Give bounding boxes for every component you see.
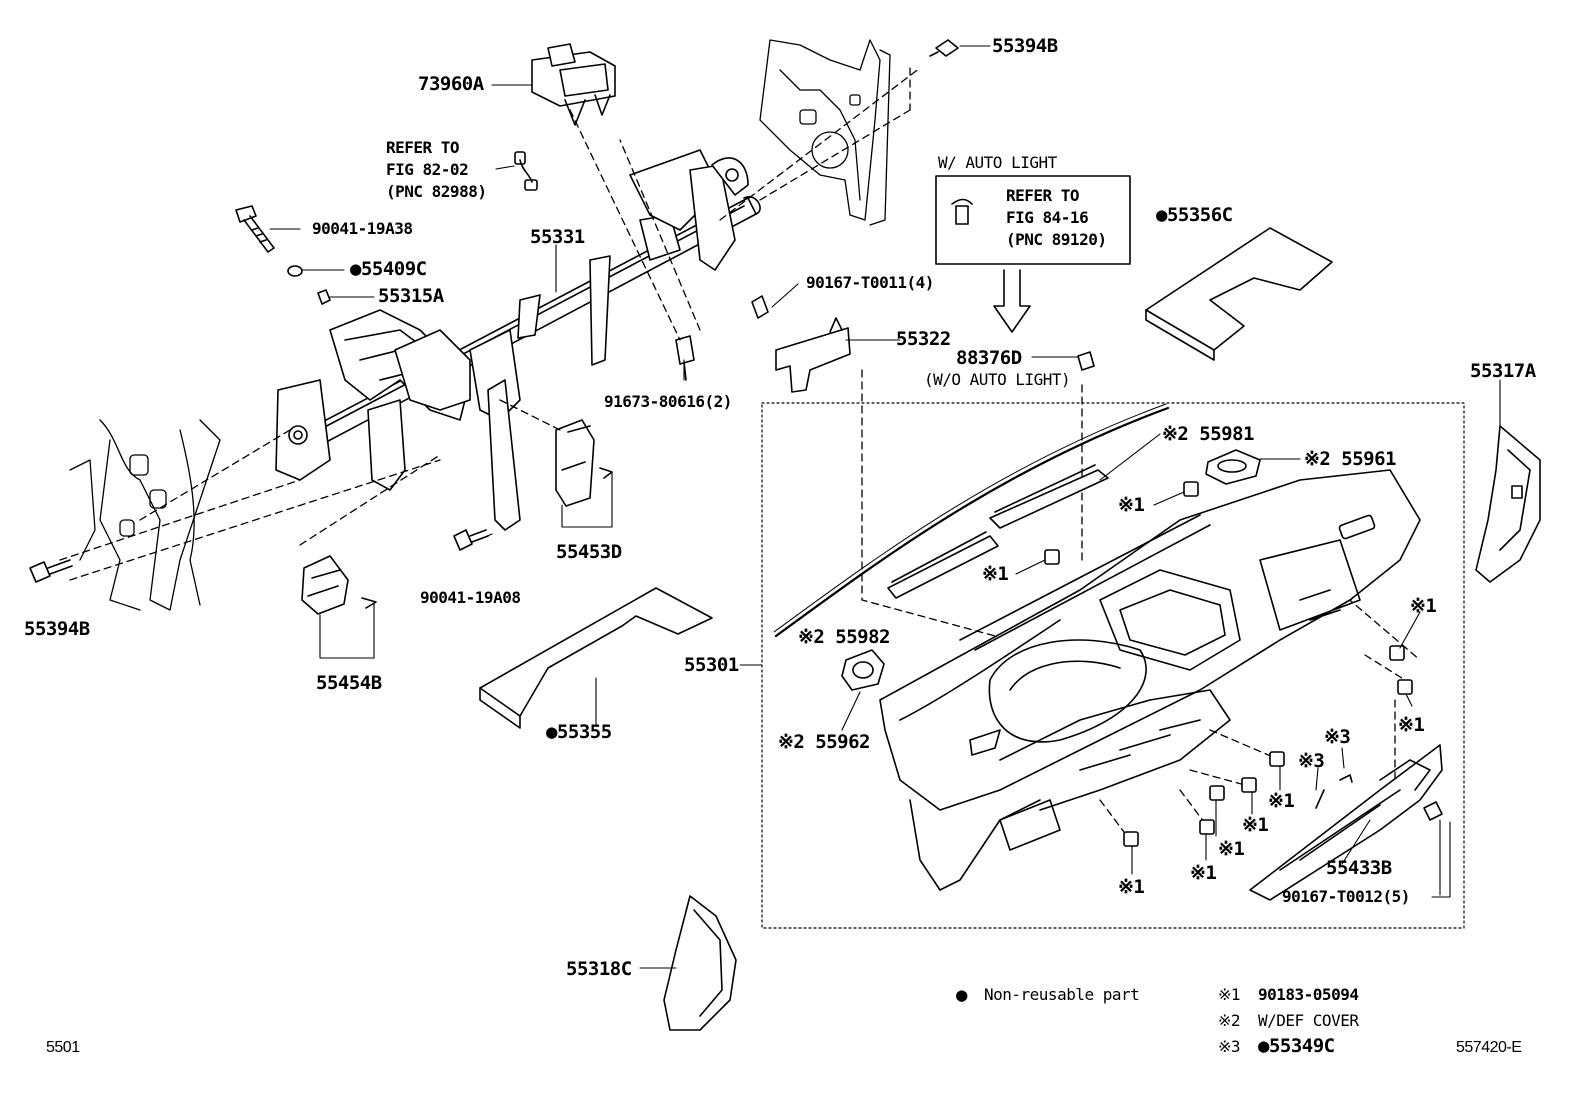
- label-90041-19A38[interactable]: 90041-19A38: [312, 219, 413, 238]
- label-mark1: ※1: [1268, 790, 1295, 812]
- label-55355[interactable]: ●55355: [546, 721, 612, 743]
- label-90167-T0012[interactable]: 90167-T0012(5): [1282, 887, 1410, 906]
- legend-note3-text[interactable]: ●55349C: [1258, 1035, 1335, 1057]
- label-fig-84-16[interactable]: FIG 84-16: [1006, 208, 1089, 227]
- legend-note1-text[interactable]: 90183-05094: [1258, 985, 1359, 1004]
- label-mark1: ※1: [1218, 838, 1245, 860]
- label-55317A[interactable]: 55317A: [1470, 360, 1536, 382]
- arrow-down-icon: [993, 269, 1031, 333]
- legend-note2-text: W/DEF COVER: [1258, 1011, 1359, 1030]
- label-55356C[interactable]: ●55356C: [1156, 204, 1233, 226]
- label-mark1: ※1: [982, 563, 1009, 585]
- left-body-side-panel: [69, 419, 221, 611]
- right-body-side-panel: [759, 39, 891, 226]
- label-55433B[interactable]: 55433B: [1326, 857, 1392, 879]
- label-pnc-89120: (PNC 89120): [1006, 230, 1107, 249]
- legend-nonreusable-dot: ●: [956, 984, 967, 1006]
- lower-panel-55433B: [1249, 744, 1443, 901]
- bolt-90041-19A08: [453, 529, 489, 551]
- label-mark1: ※1: [1190, 862, 1217, 884]
- side-cover-55318C: [663, 895, 737, 1031]
- legend-note2-mark: ※2: [1218, 1011, 1241, 1030]
- legend-nonreusable-text: Non-reusable part: [984, 985, 1140, 1004]
- label-pnc-82988: (PNC 82988): [386, 182, 487, 201]
- defroster-nozzle-55982: [887, 531, 999, 599]
- defroster-nozzle-55981: [989, 464, 1109, 529]
- label-55394B-left[interactable]: 55394B: [24, 618, 90, 640]
- label-mark1: ※1: [1118, 876, 1145, 898]
- label-88376D[interactable]: 88376D: [956, 347, 1022, 369]
- label-55454B[interactable]: 55454B: [316, 672, 382, 694]
- label-55318C[interactable]: 55318C: [566, 958, 632, 980]
- speaker-grille-55961: [1205, 449, 1261, 485]
- speaker-grille-55962: [841, 649, 885, 691]
- label-55331[interactable]: 55331: [530, 226, 585, 248]
- label-w-auto-light: W/ AUTO LIGHT: [938, 153, 1057, 172]
- knee-airbag-73960A: [531, 43, 616, 126]
- label-55453D[interactable]: 55453D: [556, 541, 622, 563]
- legend-note3-mark: ※3: [1218, 1037, 1241, 1056]
- label-refer-to-2: REFER TO: [1006, 186, 1080, 205]
- label-55301[interactable]: 55301: [684, 654, 739, 676]
- defroster-strip: [774, 406, 1170, 638]
- leader-lines: [269, 45, 1501, 969]
- bracket-55454B: [301, 555, 377, 615]
- clip-88376D: [1077, 351, 1095, 371]
- bolt-55394B-left: [29, 559, 73, 583]
- label-mark1: ※1: [1410, 595, 1437, 617]
- auto-light-box: [935, 175, 1131, 265]
- label-55962[interactable]: ※2 55962: [778, 731, 871, 753]
- label-55394B-top[interactable]: 55394B: [992, 35, 1058, 57]
- label-90167-T0011[interactable]: 90167-T0011(4): [806, 273, 934, 292]
- legend-note1-mark: ※1: [1218, 985, 1241, 1004]
- instrument-panel-reinforcement: [275, 149, 761, 531]
- label-55961[interactable]: ※2 55961: [1304, 448, 1397, 470]
- alignment-dashed-lines: [59, 67, 1421, 841]
- illustration-code: 557420-E: [1456, 1039, 1522, 1056]
- bracket-55453D: [555, 419, 613, 507]
- label-refer-to-1: REFER TO: [386, 138, 460, 157]
- bolt-55394B-top: [929, 39, 959, 57]
- label-mark1: ※1: [1242, 814, 1269, 836]
- label-mark3: ※3: [1298, 750, 1325, 772]
- bolt-91673-80616: [675, 335, 695, 381]
- label-55322[interactable]: 55322: [896, 328, 951, 350]
- bolt-90041-19A38: [235, 205, 331, 305]
- label-55409C[interactable]: ●55409C: [350, 258, 427, 280]
- page-code: 5501: [46, 1039, 80, 1056]
- bracket-55322: [751, 295, 851, 393]
- label-55982[interactable]: ※2 55982: [798, 626, 891, 648]
- label-90041-19A08[interactable]: 90041-19A08: [420, 588, 521, 607]
- label-wo-auto-light: (W/O AUTO LIGHT): [924, 370, 1071, 389]
- harness-connector: [514, 151, 538, 191]
- pad-55356C: [1145, 227, 1333, 351]
- clip-90183-05094-group: [1044, 481, 1413, 847]
- label-mark1: ※1: [1118, 494, 1145, 516]
- instrument-panel-55301: [879, 469, 1421, 891]
- label-55315A[interactable]: 55315A: [378, 285, 444, 307]
- pad-55355: [479, 587, 713, 717]
- label-mark1: ※1: [1398, 714, 1425, 736]
- label-mark3: ※3: [1324, 726, 1351, 748]
- label-fig-82-02[interactable]: FIG 82-02: [386, 160, 469, 179]
- label-91673-80616[interactable]: 91673-80616(2): [604, 392, 732, 411]
- label-55981[interactable]: ※2 55981: [1162, 423, 1255, 445]
- label-73960A[interactable]: 73960A: [418, 73, 484, 95]
- side-cover-55317A: [1475, 425, 1541, 583]
